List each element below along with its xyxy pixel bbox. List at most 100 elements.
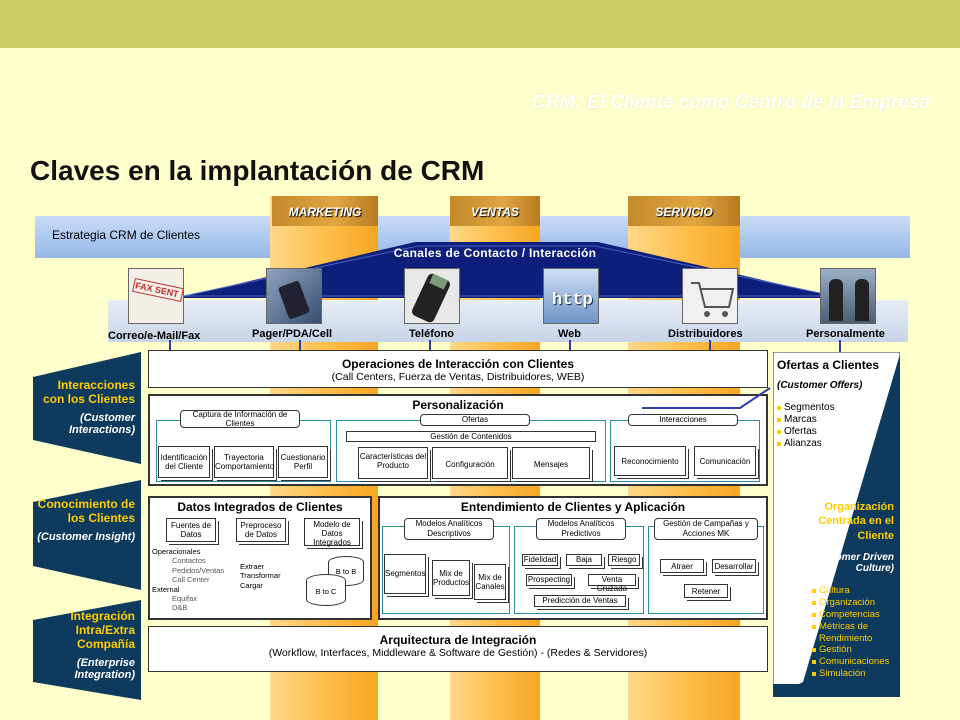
contact-roof [178, 242, 840, 298]
chip-mix-productos: Mix de Productos [432, 560, 470, 596]
pre-cargar: Cargar [240, 580, 263, 590]
offer-alianzas: Alianzas [777, 438, 835, 450]
descriptive-label: Modelos Analíticos Descriptivos [404, 518, 494, 540]
src-contactos: Contactos [172, 556, 206, 566]
org-list: Cultura Organización Competencias Métric… [812, 585, 900, 680]
org-en: (Customer Driven Culture) [810, 552, 894, 574]
web-image: http [543, 268, 599, 324]
operations-title: Operaciones de Interacción con Clientes [341, 357, 575, 371]
chip-segmentos: Segmentos [384, 554, 426, 594]
src-callcenter: Call Center [172, 575, 210, 585]
channel-correo: Correo/e-Mail/Fax [108, 330, 201, 342]
chip-riesgo: Riesgo [608, 554, 640, 566]
offers-panel-en: (Customer Offers) [777, 380, 863, 391]
side-arrows [33, 352, 141, 700]
capture-label: Captura de Información de Clientes [180, 410, 300, 428]
operations-box: Operaciones de Interacción con Clientes … [148, 350, 768, 388]
architecture-box: Arquitectura de Integración (Workflow, I… [148, 626, 768, 672]
understanding-title: Entendimiento de Clientes y Aplicación [460, 500, 686, 514]
chip-prediccion: Predicción de Ventas [534, 595, 626, 607]
chip-mix-canales: Mix de Canales [474, 564, 506, 600]
tab-servicio: SERVICIO [628, 196, 740, 226]
offer-marcas: Marcas [777, 414, 835, 426]
org-organizacion: Organización [812, 597, 900, 609]
org-title: Organización Centrada en el Cliente [818, 501, 894, 542]
side-interacciones-en: (Customer Interactions) [68, 412, 135, 436]
org-metricas: Métricas de Rendimiento [812, 621, 900, 645]
offer-ofertas: Ofertas [777, 426, 835, 438]
chip-reconocimiento: Reconocimiento [614, 446, 686, 476]
fax-stamp: FAX SENT [132, 277, 183, 303]
pre-transformar: Transformar [240, 571, 281, 581]
channel-web: Web [558, 328, 582, 340]
chip-fidelidad: Fidelidad [522, 554, 558, 566]
chip-atraer: Atraer [660, 559, 704, 573]
chip-identificacion: Identificación del Cliente [158, 446, 210, 478]
chip-caracteristicas: Características del Producto [358, 447, 428, 479]
side-interacciones-title: Interacciones con los Clientes [42, 378, 135, 406]
org-simulacion: Simulación [812, 668, 900, 680]
side-interacciones: Interacciones con los Clientes (Customer… [33, 378, 141, 436]
chip-cuestionario: Cuestionario Perfil [278, 446, 328, 478]
architecture-title: Arquitectura de Integración [379, 633, 537, 647]
slide-title: Claves en la implantación de CRM [30, 155, 485, 186]
chip-comunicacion: Comunicación [694, 446, 756, 476]
chip-desarrollar: Desarrollar [712, 559, 756, 573]
channel-distribuidores: Distribuidores [668, 328, 743, 340]
chip-baja: Baja [566, 554, 602, 566]
handshake-image [820, 268, 876, 324]
integrated-data-title: Datos Integrados de Clientes [177, 500, 343, 514]
org-cultura: Cultura [812, 585, 900, 597]
channel-pager: Pager/PDA/Cell [252, 328, 333, 340]
tab-ventas: VENTAS [450, 196, 540, 226]
org-comunicaciones: Comunicaciones [812, 656, 900, 668]
src-pedidos: Pedidos/Ventas [172, 565, 225, 575]
chip-modelo-datos: Modelo de Datos Integrados [304, 518, 360, 547]
architecture-sub: (Workflow, Interfaces, Middleware & Soft… [268, 647, 648, 659]
top-band [0, 0, 960, 48]
channel-telefono: Teléfono [409, 328, 455, 340]
channels-bar [108, 300, 908, 342]
side-conocimiento-en: (Customer Insight) [37, 531, 135, 543]
tab-marketing: MARKETING [272, 196, 378, 226]
chip-configuracion: Configuración [432, 447, 508, 479]
chip-fuentes: Fuentes de Datos [166, 518, 216, 542]
src-db: D&B [172, 603, 188, 613]
cart-image [682, 268, 738, 324]
slide-subtitle: CRM: El Cliente como Centro de la Empres… [531, 92, 930, 113]
chip-trayectoria: Trayectoria Comportamiento [214, 446, 274, 478]
pre-extraer: Extraer [240, 562, 265, 571]
phone-image [404, 268, 460, 324]
chip-prospecting: Prospecting [526, 574, 572, 586]
chip-retener: Retener [684, 584, 728, 598]
org-competencias: Competencias [812, 609, 900, 621]
ops-connector [642, 387, 771, 409]
content-label: Gestión de Contenidos [346, 431, 596, 442]
side-integracion: Integración Intra/Extra Compañía (Enterp… [33, 609, 141, 681]
offers-label: Ofertas [420, 414, 530, 426]
side-integracion-title: Integración Intra/Extra Compañía [70, 609, 135, 651]
predictive-label: Modelos Analíticos Predictivos [536, 518, 626, 540]
roof-label: Canales de Contacto / Interacción [393, 246, 597, 260]
chip-venta-cruzada: Venta Cruzada [588, 574, 636, 593]
fax-image: FAX SENT [128, 268, 184, 324]
sources-list: Operacionales Contactos Pedidos/Ventas C… [152, 547, 236, 613]
side-conocimiento: Conocimiento de los Clientes (Customer I… [33, 497, 141, 543]
operations-sub: (Call Centers, Fuerza de Ventas, Distrib… [331, 371, 585, 383]
chip-mensajes: Mensajes [512, 447, 590, 479]
channel-personalmente: Personalmente [806, 328, 885, 340]
offer-segmentos: Segmentos [777, 402, 835, 414]
chip-preproceso: Preproceso de Datos [236, 518, 286, 542]
src-external: External [152, 584, 180, 594]
offers-panel-list: Segmentos Marcas Ofertas Alianzas [777, 402, 835, 450]
cylinder-btoc: B to C [306, 574, 346, 606]
src-operacionales: Operacionales [152, 547, 201, 556]
org-gestion: Gestión [812, 644, 900, 656]
pda-image [266, 268, 322, 324]
side-conocimiento-title: Conocimiento de los Clientes [37, 497, 135, 525]
campaigns-label: Gestión de Campañas y Acciones MK [654, 518, 758, 540]
strategy-label: Estrategia CRM de Clientes [52, 228, 201, 242]
personalization-title: Personalización [412, 398, 504, 412]
web-text: http [552, 291, 593, 310]
preprocess-list: Extraer Transformar Cargar [240, 562, 300, 590]
